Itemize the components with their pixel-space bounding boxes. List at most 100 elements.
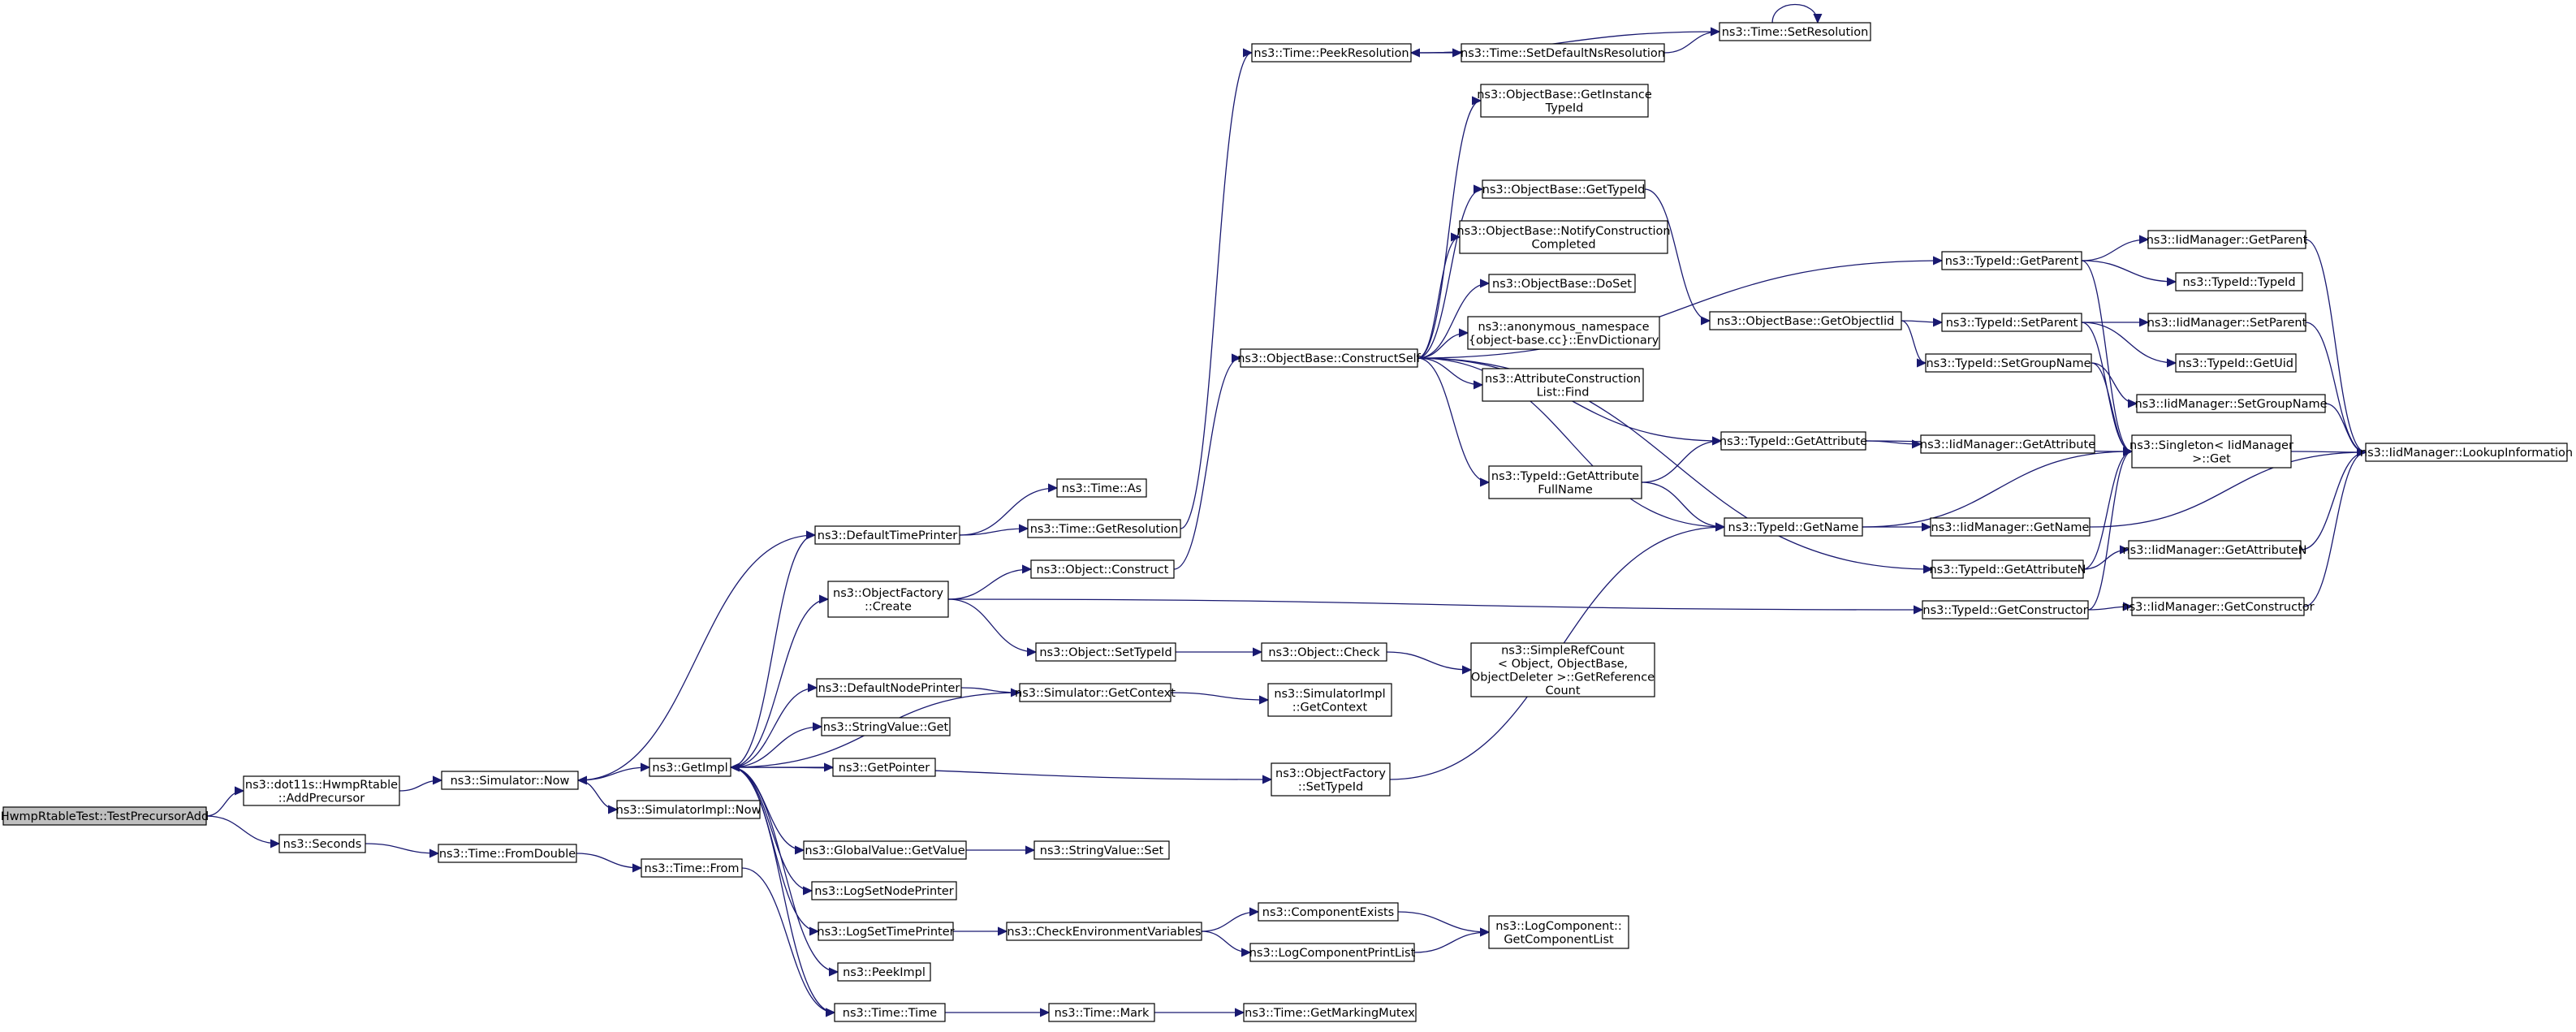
graph-node[interactable]: ns3::SimpleRefCount< Object, ObjectBase,… [1470,642,1655,697]
graph-node[interactable]: ns3::Object::SetTypeId [1035,642,1176,662]
graph-node-box[interactable] [1033,840,1170,860]
graph-node-box[interactable] [641,858,743,878]
graph-node-box[interactable] [278,834,366,853]
graph-node-box[interactable] [1925,353,2092,373]
graph-node-box[interactable] [1930,517,2091,537]
graph-node[interactable]: ns3::TypeId::GetAttributeN [1929,559,2086,579]
graph-node[interactable]: ns3::ObjectBase::NotifyConstructionCompl… [1456,220,1671,254]
graph-node-box[interactable] [834,1003,946,1022]
graph-node-box[interactable] [1027,519,1181,538]
graph-node-box[interactable] [438,844,577,863]
graph-node-box[interactable] [1006,922,1202,941]
graph-node[interactable]: ns3::TypeId::TypeId [2175,272,2303,291]
graph-node[interactable]: ns3::Time::From [641,858,743,878]
graph-node[interactable]: ns3::Seconds [278,834,366,853]
graph-node-box[interactable] [1261,642,1387,662]
graph-node[interactable]: ns3::Simulator::Now [441,771,579,790]
graph-node-box[interactable] [1461,43,1665,63]
graph-node[interactable]: ns3::TypeId::GetParent [1941,251,2082,270]
graph-node-box[interactable] [1271,762,1391,797]
graph-node-box[interactable] [2128,540,2302,559]
graph-node[interactable]: ns3::LogSetNodePrinter [811,881,957,900]
graph-node-box[interactable] [1719,22,1871,41]
graph-node[interactable]: ns3::DefaultNodePrinter [816,678,962,697]
graph-node[interactable]: ns3::IidManager::GetAttributeN [2122,540,2307,559]
graph-node-box[interactable] [2365,443,2568,462]
graph-node-box[interactable] [1240,348,1418,368]
graph-node[interactable]: ns3::IidManager::GetParent [2147,230,2308,249]
graph-node-box[interactable] [1030,559,1175,579]
graph-node-box[interactable] [1243,1003,1417,1022]
graph-node[interactable]: ns3::Object::Construct [1030,559,1175,579]
graph-node[interactable]: ns3::GetImpl [649,758,731,777]
graph-node[interactable]: ns3::LogComponent::GetComponentList [1488,915,1629,949]
graph-node-box[interactable] [2147,313,2306,332]
graph-node-box[interactable] [2147,230,2306,249]
graph-node-box[interactable] [1488,915,1629,949]
graph-node-box[interactable] [821,717,951,736]
graph-node[interactable]: ns3::ObjectBase::GetObjectIid [1709,311,1902,330]
graph-node-box[interactable] [1941,313,2082,332]
graph-node-box[interactable] [1724,517,1863,537]
graph-node-box[interactable] [649,758,731,777]
graph-node-box[interactable] [1480,84,1649,118]
graph-node-box[interactable] [1249,943,1415,962]
graph-node-box[interactable] [1922,600,2089,620]
graph-node[interactable]: ns3::StringValue::Get [821,717,951,736]
graph-node[interactable]: ns3::SimulatorImpl::GetContext [1267,683,1392,717]
graph-node[interactable]: ns3::Object::Check [1261,642,1387,662]
graph-node[interactable]: ns3::StringValue::Set [1033,840,1170,860]
graph-node[interactable]: ns3::TypeId::GetUid [2175,353,2297,373]
graph-node-box[interactable] [1470,642,1655,697]
graph-node[interactable]: ns3::SimulatorImpl::Now [616,800,762,819]
graph-node[interactable]: ns3::PeekImpl [837,962,931,982]
graph-node-box[interactable] [1488,274,1636,293]
graph-node[interactable]: ns3::ComponentExists [1258,902,1399,922]
graph-node-box[interactable] [1709,311,1902,330]
graph-node-box[interactable] [616,800,761,819]
graph-node[interactable]: ns3::GetPointer [832,758,936,777]
graph-node-box[interactable] [1720,431,1866,451]
graph-node[interactable]: ns3::TypeId::SetGroupName [1925,353,2092,373]
graph-node-box[interactable] [1931,559,2084,579]
graph-node-box[interactable] [2175,353,2297,373]
graph-node-box[interactable] [827,581,949,618]
graph-node[interactable]: ns3::ObjectBase::GetTypeId [1482,179,1646,199]
graph-node-box[interactable] [2131,434,2292,469]
graph-node[interactable]: ns3::Time::PeekResolution [1251,43,1412,63]
graph-node[interactable]: ns3::LogComponentPrintList [1249,943,1416,962]
graph-node-box[interactable] [1467,316,1660,350]
graph-node[interactable]: ns3::Time::Time [834,1003,946,1022]
graph-node[interactable]: ns3::Simulator::GetContext [1015,683,1176,702]
graph-node-box[interactable] [1482,179,1646,199]
graph-node[interactable]: ns3::IidManager::SetParent [2147,313,2307,332]
graph-node[interactable]: ns3::CheckEnvironmentVariables [1006,922,1202,941]
graph-node[interactable]: ns3::IidManager::LookupInformation [2360,443,2573,462]
graph-node[interactable]: ns3::Time::Mark [1048,1003,1155,1022]
graph-node[interactable]: ns3::Singleton< IidManager>::Get [2129,434,2293,469]
graph-node[interactable]: ns3::TypeId::GetConstructor [1922,600,2089,620]
graph-node[interactable]: ns3::DefaultTimePrinter [814,525,960,545]
graph-node-box[interactable] [1048,1003,1155,1022]
graph-node[interactable]: ns3::IidManager::SetGroupName [2134,394,2328,413]
graph-node-box[interactable] [832,758,936,777]
graph-node-box[interactable] [2136,394,2326,413]
graph-node-box[interactable] [837,962,931,982]
graph-node-box[interactable] [2,806,207,826]
graph-node[interactable]: ns3::ObjectFactory::Create [827,581,949,618]
graph-node[interactable]: ns3::TypeId::GetAttribute [1719,431,1867,451]
graph-node-box[interactable] [811,881,957,900]
graph-node-box[interactable] [1482,368,1644,402]
graph-node-box[interactable] [2175,272,2303,291]
graph-node[interactable]: ns3::Time::SetResolution [1719,22,1871,41]
graph-node[interactable]: ns3::TypeId::SetParent [1941,313,2082,332]
graph-node-box[interactable] [818,922,954,941]
graph-node-box[interactable] [441,771,579,790]
graph-node-box[interactable] [1488,465,1642,499]
graph-node-box[interactable] [1941,251,2082,270]
graph-node[interactable]: ns3::Time::SetDefaultNsResolution [1461,43,1665,63]
graph-node[interactable]: ns3::Time::GetMarkingMutex [1243,1003,1417,1022]
